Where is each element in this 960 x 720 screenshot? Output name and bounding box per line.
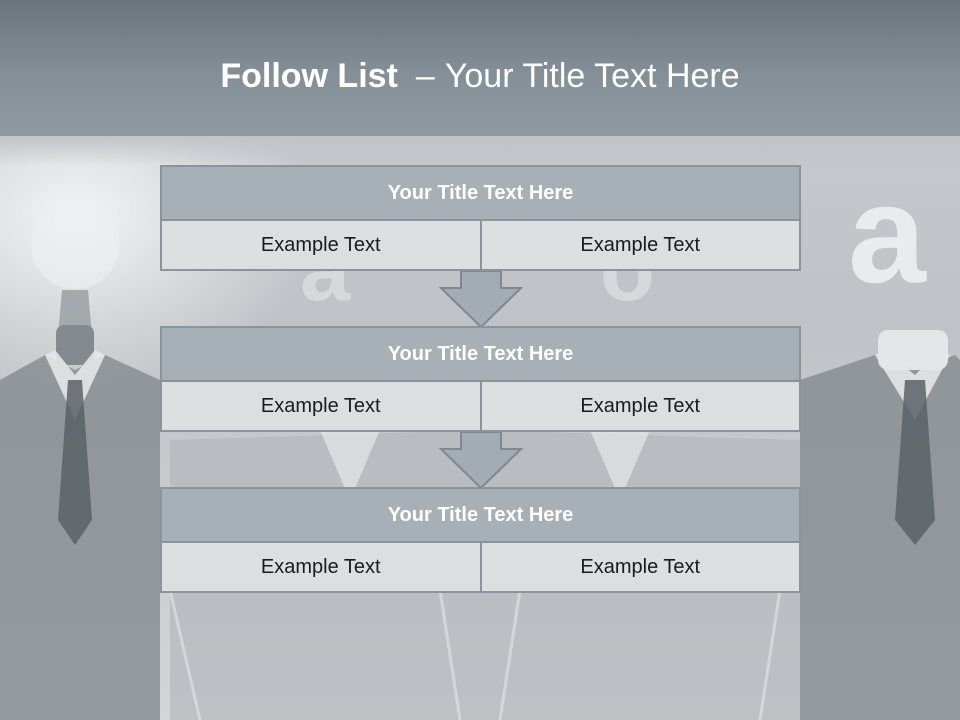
list-block-cell-right: Example Text [481,382,801,432]
list-block-cell-left: Example Text [160,543,482,593]
down-arrow-icon [439,271,523,329]
list-block-row: Example Text Example Text [160,382,801,432]
list-block-row: Example Text Example Text [160,543,801,593]
list-block-heading: Your Title Text Here [160,326,801,382]
list-block-1: Your Title Text Here Example Text Exampl… [160,165,801,271]
list-block-cell-right: Example Text [481,221,801,271]
down-arrow-icon [439,432,523,490]
list-block-cell-left: Example Text [160,221,482,271]
list-block-cell-right: Example Text [481,543,801,593]
list-block-heading: Your Title Text Here [160,487,801,543]
list-block-cell-left: Example Text [160,382,482,432]
page-title: Follow List–Your Title Text Here [0,54,960,98]
page-title-separator: – [415,57,435,95]
title-bar-fade [0,136,960,166]
title-bar [0,0,960,136]
page-title-text: Your Title Text Here [444,57,740,95]
list-block-2: Your Title Text Here Example Text Exampl… [160,326,801,432]
svg-text:a: a [848,155,927,312]
list-block-row: Example Text Example Text [160,221,801,271]
page-title-bold: Follow List [220,57,398,95]
list-block-3: Your Title Text Here Example Text Exampl… [160,487,801,593]
list-block-heading: Your Title Text Here [160,165,801,221]
